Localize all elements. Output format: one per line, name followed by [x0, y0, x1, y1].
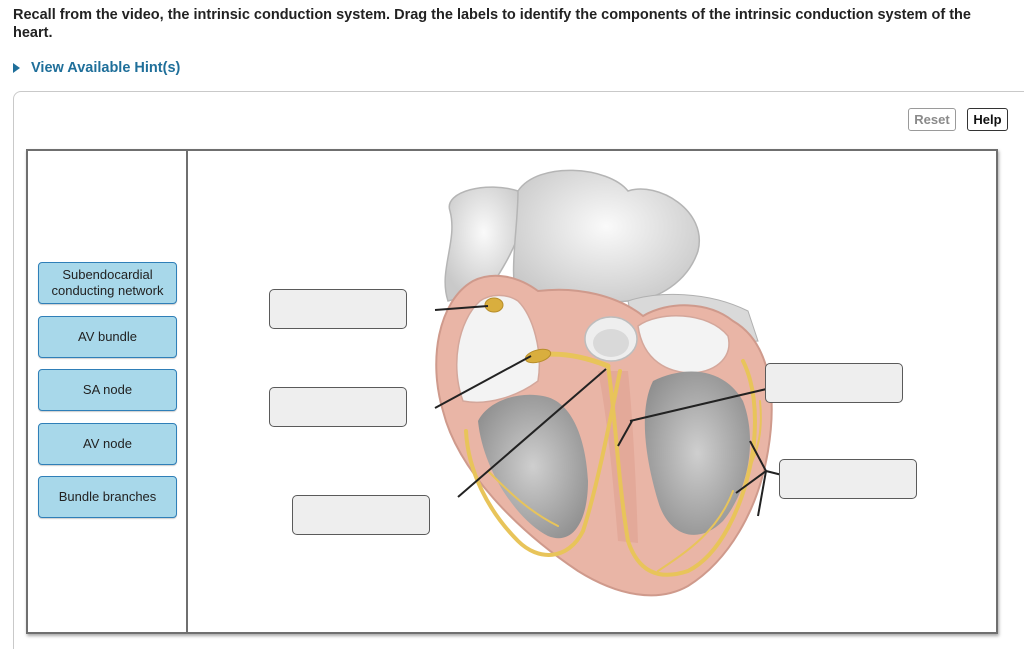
label-chip-sa-node[interactable]: SA node	[38, 369, 177, 411]
drop-target-5[interactable]	[779, 459, 917, 499]
label-chip-av-node[interactable]: AV node	[38, 423, 177, 465]
question-text: Recall from the video, the intrinsic con…	[13, 7, 971, 41]
heart-illustration	[434, 169, 807, 597]
label-bank: Subendocardial conducting network AV bun…	[28, 151, 188, 632]
heart-diagram	[188, 151, 996, 632]
drop-target-1[interactable]	[269, 289, 407, 329]
drag-drop-workarea: Subendocardial conducting network AV bun…	[26, 149, 998, 634]
view-hints-label: View Available Hint(s)	[31, 60, 181, 76]
label-chip-subendocardial-network[interactable]: Subendocardial conducting network	[38, 262, 177, 304]
drop-target-3[interactable]	[292, 495, 430, 535]
sa-node-marker	[484, 297, 504, 313]
drop-target-4[interactable]	[765, 363, 903, 403]
label-chip-av-bundle[interactable]: AV bundle	[38, 316, 177, 358]
label-chip-bundle-branches[interactable]: Bundle branches	[38, 476, 177, 518]
reset-button[interactable]: Reset	[908, 108, 956, 131]
drop-target-2[interactable]	[269, 387, 407, 427]
view-hints-link[interactable]: View Available Hint(s)	[13, 58, 180, 78]
help-button[interactable]: Help	[967, 108, 1008, 131]
heart-wall	[435, 274, 773, 597]
triangle-right-icon	[13, 63, 20, 73]
